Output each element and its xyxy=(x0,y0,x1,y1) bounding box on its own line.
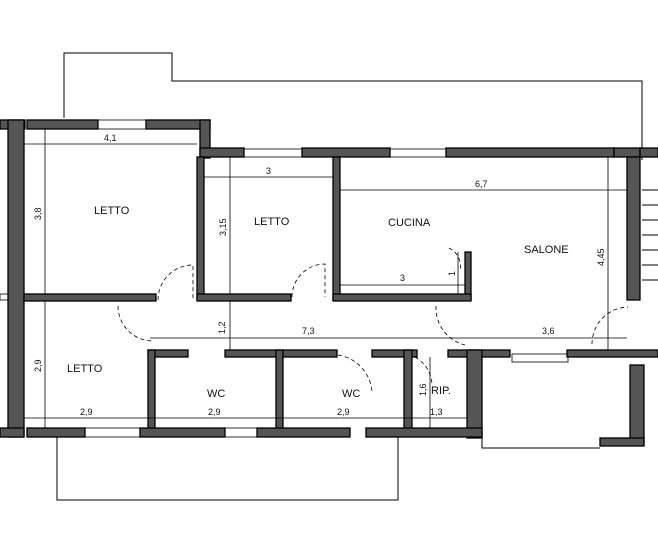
dim-letto-tl-height: 3,8 xyxy=(33,207,43,220)
dim-wc-right-width: 2,9 xyxy=(337,407,350,417)
doors xyxy=(117,247,629,393)
room-ripostiglio: RIP. xyxy=(431,385,451,397)
dim-corridor-right: 3,6 xyxy=(542,326,555,336)
terrace-outlines xyxy=(56,52,658,501)
room-cucina: CUCINA xyxy=(388,217,431,229)
dim-letto-tl-width: 4,1 xyxy=(104,133,117,143)
dim-rip-height: 1,6 xyxy=(418,383,428,396)
dimension-lines xyxy=(24,129,627,428)
dim-wc-left-width: 2,9 xyxy=(208,407,221,417)
room-letto-middle: LETTO xyxy=(254,216,290,228)
dim-cucina-inner: 3 xyxy=(400,273,405,283)
walls xyxy=(0,119,658,447)
room-wc-left: WC xyxy=(207,388,225,400)
dim-cucina-inner-height: 1 xyxy=(447,271,457,276)
dim-cucina-width: 6,7 xyxy=(475,179,488,189)
dim-corridor-height: 1,2 xyxy=(217,321,227,334)
dim-letto-bl-width: 2,9 xyxy=(80,407,93,417)
dim-letto-mid-width: 3 xyxy=(266,166,271,176)
dim-letto-mid-height: 3,15 xyxy=(218,218,228,236)
room-salone: SALONE xyxy=(524,244,569,256)
dim-corridor-width: 7,3 xyxy=(302,326,315,336)
dim-rip-width: 1,3 xyxy=(430,407,443,417)
dim-letto-bl-height: 2,9 xyxy=(33,359,43,372)
dim-salone-height: 4,45 xyxy=(596,248,606,266)
windows xyxy=(0,119,569,438)
room-letto-top-left: LETTO xyxy=(94,205,130,217)
room-letto-bottom-left: LETTO xyxy=(67,363,103,375)
room-wc-right: WC xyxy=(342,388,360,400)
